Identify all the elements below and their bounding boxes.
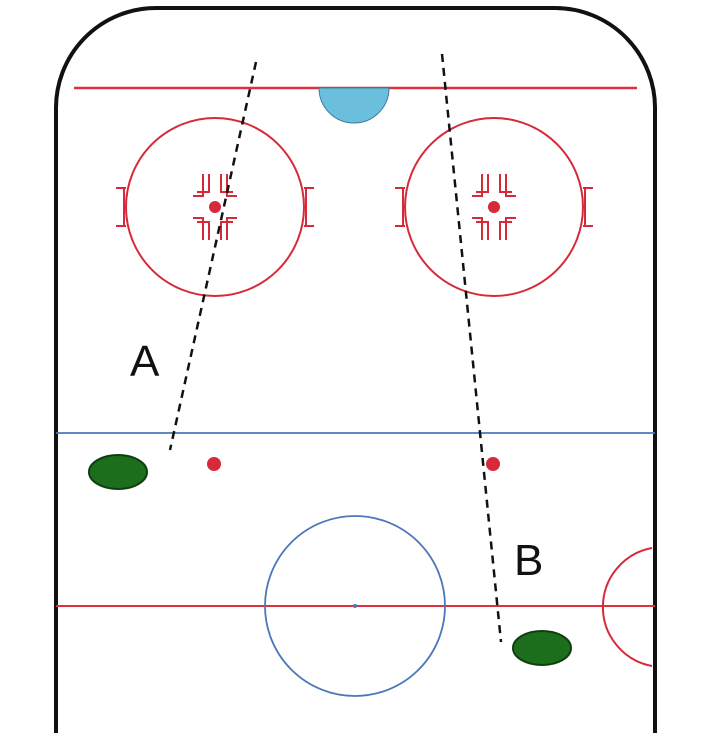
player-a-marker [88, 454, 148, 490]
center-circle [264, 515, 446, 697]
rink-boards [53, 6, 658, 733]
right-faceoff-circle [395, 117, 593, 297]
goal-crease [318, 87, 390, 124]
left-neutral-dot [207, 457, 221, 471]
right-neutral-dot [486, 457, 500, 471]
right-partial-circle [601, 547, 653, 667]
player-b-marker [512, 630, 572, 666]
left-faceoff-circle [116, 117, 314, 297]
center-dot [353, 604, 357, 608]
trajectory-a [168, 61, 258, 451]
label-b: B [514, 536, 543, 585]
trajectory-b [440, 53, 503, 643]
label-a: A [130, 337, 160, 386]
